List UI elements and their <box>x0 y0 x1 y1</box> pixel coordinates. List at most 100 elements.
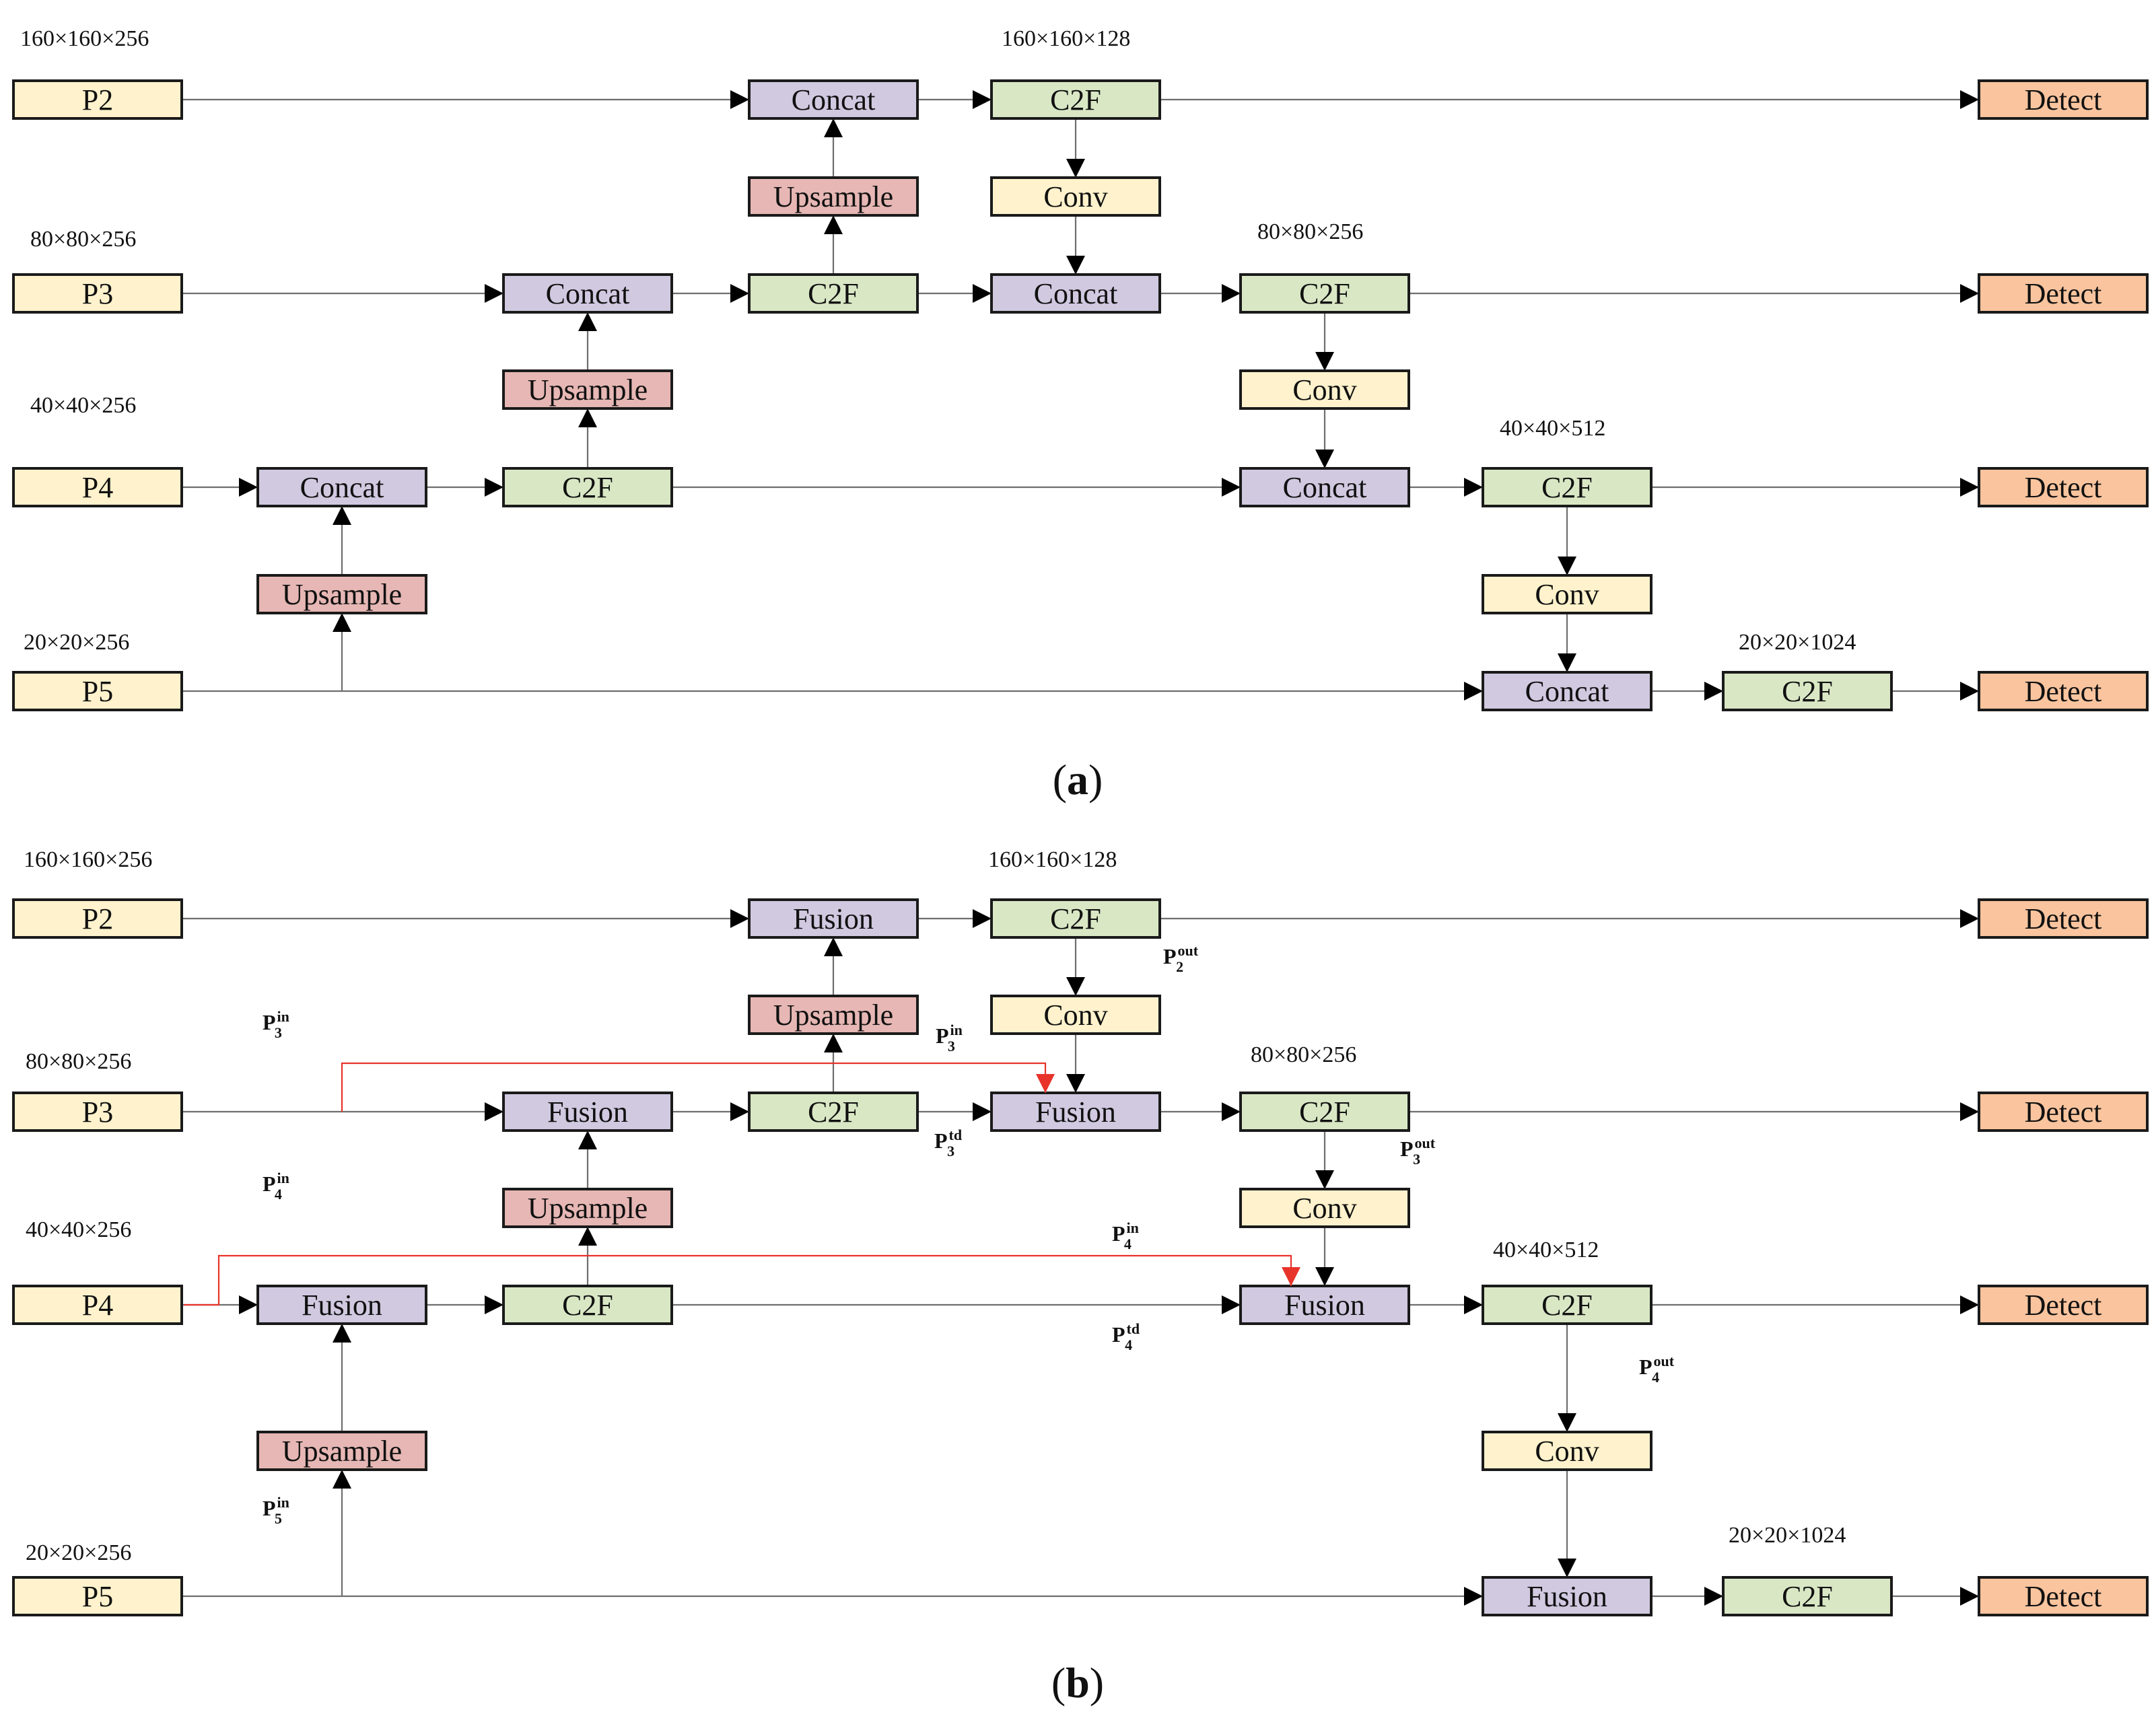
b-dim-label-0: 160×160×256 <box>24 847 152 872</box>
a-dim-label-0: 160×160×256 <box>20 26 149 51</box>
b-node-label-7: Fusion <box>547 1096 628 1129</box>
b-node-fusion-9: Fusion <box>990 1092 1161 1132</box>
a-node-p3-6: P3 <box>12 273 183 314</box>
a-node-box-3 <box>1978 79 2149 120</box>
b-node-label-25: Detect <box>2025 1580 2102 1613</box>
b-node-label-3: Detect <box>2025 902 2102 935</box>
b-node-detect-11: Detect <box>1978 1092 2149 1132</box>
a-node-box-11 <box>1978 273 2149 314</box>
b-node-box-14 <box>12 1285 183 1325</box>
b-node-box-19 <box>1978 1285 2149 1325</box>
a-node-box-9 <box>990 273 1161 314</box>
a-dim-label-1: 160×160×128 <box>1002 26 1130 51</box>
b-node-box-7 <box>502 1092 673 1132</box>
b-node-label-2: C2F <box>1050 902 1101 935</box>
b-node-p5-22: P5 <box>12 1576 183 1616</box>
b-node-c2f-2: C2F <box>990 898 1161 939</box>
a-node-label-0: P2 <box>82 83 113 116</box>
b-node-fusion-1: Fusion <box>748 898 919 939</box>
b-node-box-6 <box>12 1092 183 1132</box>
b-node-box-16 <box>502 1285 673 1325</box>
a-node-box-4 <box>748 176 919 217</box>
b-node-label-11: Detect <box>2025 1096 2102 1129</box>
a-dim-label-6: 20×20×256 <box>24 630 129 655</box>
a-node-box-7 <box>502 273 673 314</box>
b-dim-label-7: 20×20×1024 <box>1729 1523 1846 1548</box>
a-node-label-22: P5 <box>82 675 113 708</box>
a-node-label-9: Concat <box>1034 277 1118 310</box>
b-node-box-4 <box>748 995 919 1035</box>
b-node-c2f-24: C2F <box>1722 1576 1893 1616</box>
b-node-conv-5: Conv <box>990 995 1161 1035</box>
b-node-box-24 <box>1722 1576 1893 1616</box>
a-node-label-10: C2F <box>1299 277 1350 310</box>
a-node-p5-22: P5 <box>12 671 183 711</box>
a-node-box-20 <box>256 574 427 614</box>
b-dim-label-4: 40×40×256 <box>26 1217 131 1242</box>
a-node-c2f-8: C2F <box>748 273 919 314</box>
b-skip-p3 <box>341 1062 1055 1112</box>
b-node-p2-0: P2 <box>12 898 183 939</box>
a-node-label-20: Upsample <box>282 578 402 611</box>
b-node-label-0: P2 <box>82 902 113 935</box>
b-node-box-0 <box>12 898 183 939</box>
a-node-label-14: P4 <box>82 471 113 504</box>
a-node-c2f-24: C2F <box>1722 671 1893 711</box>
b-node-fusion-23: Fusion <box>1482 1576 1653 1616</box>
a-node-box-6 <box>12 273 183 314</box>
a-node-label-2: C2F <box>1050 83 1101 116</box>
a-node-label-19: Detect <box>2025 471 2102 504</box>
a-dim-label-7: 20×20×1024 <box>1739 630 1856 655</box>
b-node-box-21 <box>1482 1431 1653 1471</box>
b-node-upsample-12: Upsample <box>502 1188 673 1228</box>
a-dim-label-2: 80×80×256 <box>30 227 136 252</box>
a-node-box-19 <box>1978 467 2149 507</box>
b-node-box-13 <box>1239 1188 1410 1228</box>
a-node-label-24: C2F <box>1782 675 1833 708</box>
a-node-box-0 <box>12 79 183 120</box>
b-node-label-12: Upsample <box>528 1192 648 1225</box>
b-node-conv-21: Conv <box>1482 1431 1653 1471</box>
b-node-box-20 <box>256 1431 427 1471</box>
b-node-label-22: P5 <box>82 1580 113 1613</box>
a-node-concat-7: Concat <box>502 273 673 314</box>
a-node-box-12 <box>502 369 673 410</box>
b-node-upsample-20: Upsample <box>256 1431 427 1471</box>
b-node-label-8: C2F <box>808 1096 859 1129</box>
a-node-box-14 <box>12 467 183 507</box>
b-node-box-22 <box>12 1576 183 1616</box>
a-node-box-5 <box>990 176 1161 217</box>
b-node-c2f-18: C2F <box>1482 1285 1653 1325</box>
b-node-box-2 <box>990 898 1161 939</box>
a-node-label-15: Concat <box>300 471 384 504</box>
a-node-label-6: P3 <box>82 277 113 310</box>
b-node-c2f-10: C2F <box>1239 1092 1410 1132</box>
a-node-concat-23: Concat <box>1482 671 1653 711</box>
a-node-label-7: Concat <box>546 277 630 310</box>
a-node-box-13 <box>1239 369 1410 410</box>
a-node-label-18: C2F <box>1541 471 1593 504</box>
a-node-label-16: C2F <box>562 471 613 504</box>
b-dim-label-1: 160×160×128 <box>988 847 1117 872</box>
a-node-label-1: Concat <box>792 83 876 116</box>
b-node-label-21: Conv <box>1535 1435 1599 1468</box>
a-node-box-15 <box>256 467 427 507</box>
b-node-label-14: P4 <box>82 1289 113 1322</box>
b-node-label-13: Conv <box>1292 1192 1356 1225</box>
b-node-box-18 <box>1482 1285 1653 1325</box>
b-node-label-9: Fusion <box>1035 1096 1116 1129</box>
a-node-upsample-20: Upsample <box>256 574 427 614</box>
a-node-label-12: Upsample <box>528 373 648 406</box>
a-node-box-1 <box>748 79 919 120</box>
a-node-upsample-12: Upsample <box>502 369 673 410</box>
b-node-fusion-17: Fusion <box>1239 1285 1410 1325</box>
b-node-c2f-16: C2F <box>502 1285 673 1325</box>
b-node-label-19: Detect <box>2025 1289 2102 1322</box>
